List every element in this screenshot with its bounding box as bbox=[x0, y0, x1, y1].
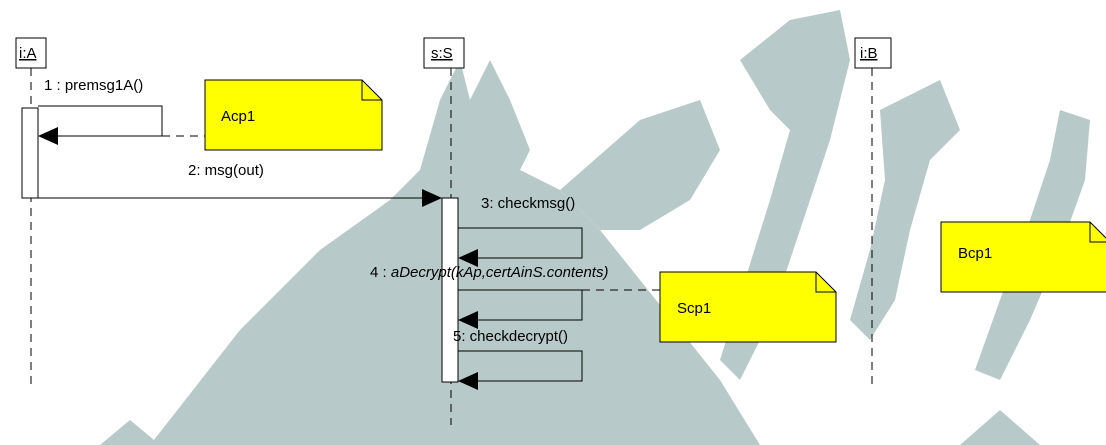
lifeline-b-label: i:B bbox=[860, 45, 878, 62]
message-1[interactable]: 1 : premsg1A() bbox=[38, 77, 162, 145]
message-1-label: 1 : premsg1A() bbox=[44, 77, 143, 94]
lifeline-a: i:A bbox=[16, 38, 46, 390]
message-2[interactable]: 2: msg(out) bbox=[38, 162, 442, 207]
note-acp1-label: Acp1 bbox=[221, 108, 255, 125]
note-scp1[interactable]: Scp1 bbox=[660, 272, 836, 342]
note-scp1-label: Scp1 bbox=[677, 300, 711, 317]
message-2-label: 2: msg(out) bbox=[188, 162, 264, 179]
note-bcp1[interactable]: Bcp1 bbox=[941, 222, 1106, 292]
lifeline-a-label: i:A bbox=[19, 45, 37, 62]
note-bcp1-label: Bcp1 bbox=[958, 245, 992, 262]
activation-bar-a[interactable] bbox=[22, 108, 38, 198]
message-4-label: 4 : aDecrypt(kAp,certAinS.contents) bbox=[370, 264, 608, 281]
activation-bar-s[interactable] bbox=[442, 198, 458, 382]
arrowhead-icon bbox=[38, 127, 58, 145]
message-5-label: 5: checkdecrypt() bbox=[453, 328, 568, 345]
lifeline-s-label: s:S bbox=[431, 45, 453, 62]
message-3-label: 3: checkmsg() bbox=[481, 195, 575, 212]
note-acp1[interactable]: Acp1 bbox=[205, 80, 382, 150]
